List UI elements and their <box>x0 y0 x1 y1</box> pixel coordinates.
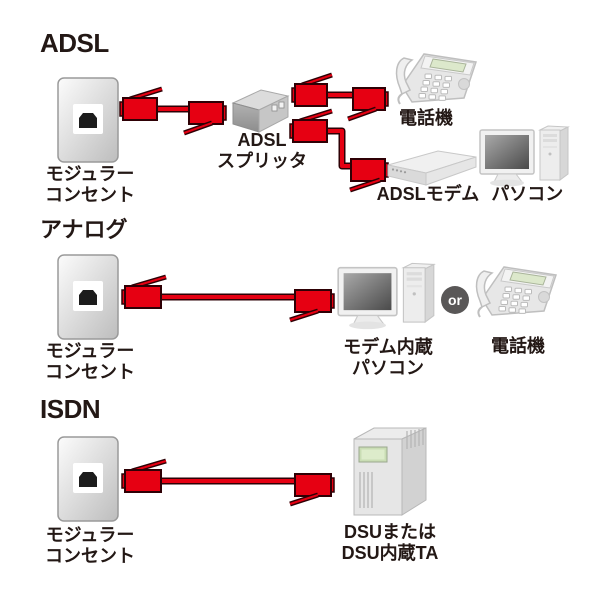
outlet-label: モジュラー コンセント <box>40 164 140 206</box>
section-heading-analog: アナログ <box>40 217 128 242</box>
section-heading-adsl: ADSL <box>40 28 109 58</box>
rj11-cable-icon <box>119 86 227 136</box>
phone-label: 電話機 <box>491 336 545 356</box>
outlet-label-line1: モジュラー <box>45 164 135 184</box>
adsl-splitter-icon <box>231 89 290 133</box>
outlet-label-line1: モジュラー <box>45 341 135 361</box>
modular-outlet-icon <box>57 254 119 340</box>
outlet-label-line2: コンセント <box>45 546 135 566</box>
modem-pc-label-line1: モデム内蔵 <box>343 337 433 357</box>
outlet-label: モジュラー コンセント <box>40 525 140 567</box>
or-badge: or <box>441 286 469 314</box>
pc-label: パソコン <box>491 184 564 204</box>
dsu-label: DSUまたは DSU内蔵TA <box>328 522 452 564</box>
rj11-cable-icon <box>121 274 335 323</box>
modem-pc-label-line2: パソコン <box>352 358 424 378</box>
dsu-icon <box>353 427 427 516</box>
desktop-pc-icon <box>337 262 436 330</box>
splitter-label: ADSL スプリッタ <box>212 130 312 172</box>
modem-pc-label: モデム内蔵 パソコン <box>334 337 442 379</box>
rj11-cable-icon <box>289 108 389 193</box>
desktop-pc-icon <box>479 125 570 187</box>
modular-outlet-icon <box>57 436 119 522</box>
rj11-cable-icon <box>291 72 389 122</box>
outlet-label-line2: コンセント <box>45 362 135 382</box>
outlet-label-line1: モジュラー <box>45 525 135 545</box>
phone-label: 電話機 <box>399 108 453 128</box>
section-heading-isdn: ISDN <box>40 394 101 424</box>
dsu-label-line2: DSU内蔵TA <box>341 543 439 563</box>
modem-pc-label: ADSLモデム パソコン <box>366 184 574 205</box>
telephone-icon <box>395 53 477 105</box>
outlet-label: モジュラー コンセント <box>40 341 140 383</box>
adsl-modem-icon <box>387 150 477 186</box>
telephone-icon <box>475 266 557 318</box>
splitter-label-line2: スプリッタ <box>217 151 307 171</box>
rj11-cable-icon <box>121 458 335 507</box>
splitter-label-line1: ADSL <box>237 130 287 150</box>
modular-outlet-icon <box>57 77 119 163</box>
outlet-label-line2: コンセント <box>45 185 135 205</box>
modem-label: ADSLモデム <box>376 184 480 204</box>
dsu-label-line1: DSUまたは <box>343 522 436 542</box>
